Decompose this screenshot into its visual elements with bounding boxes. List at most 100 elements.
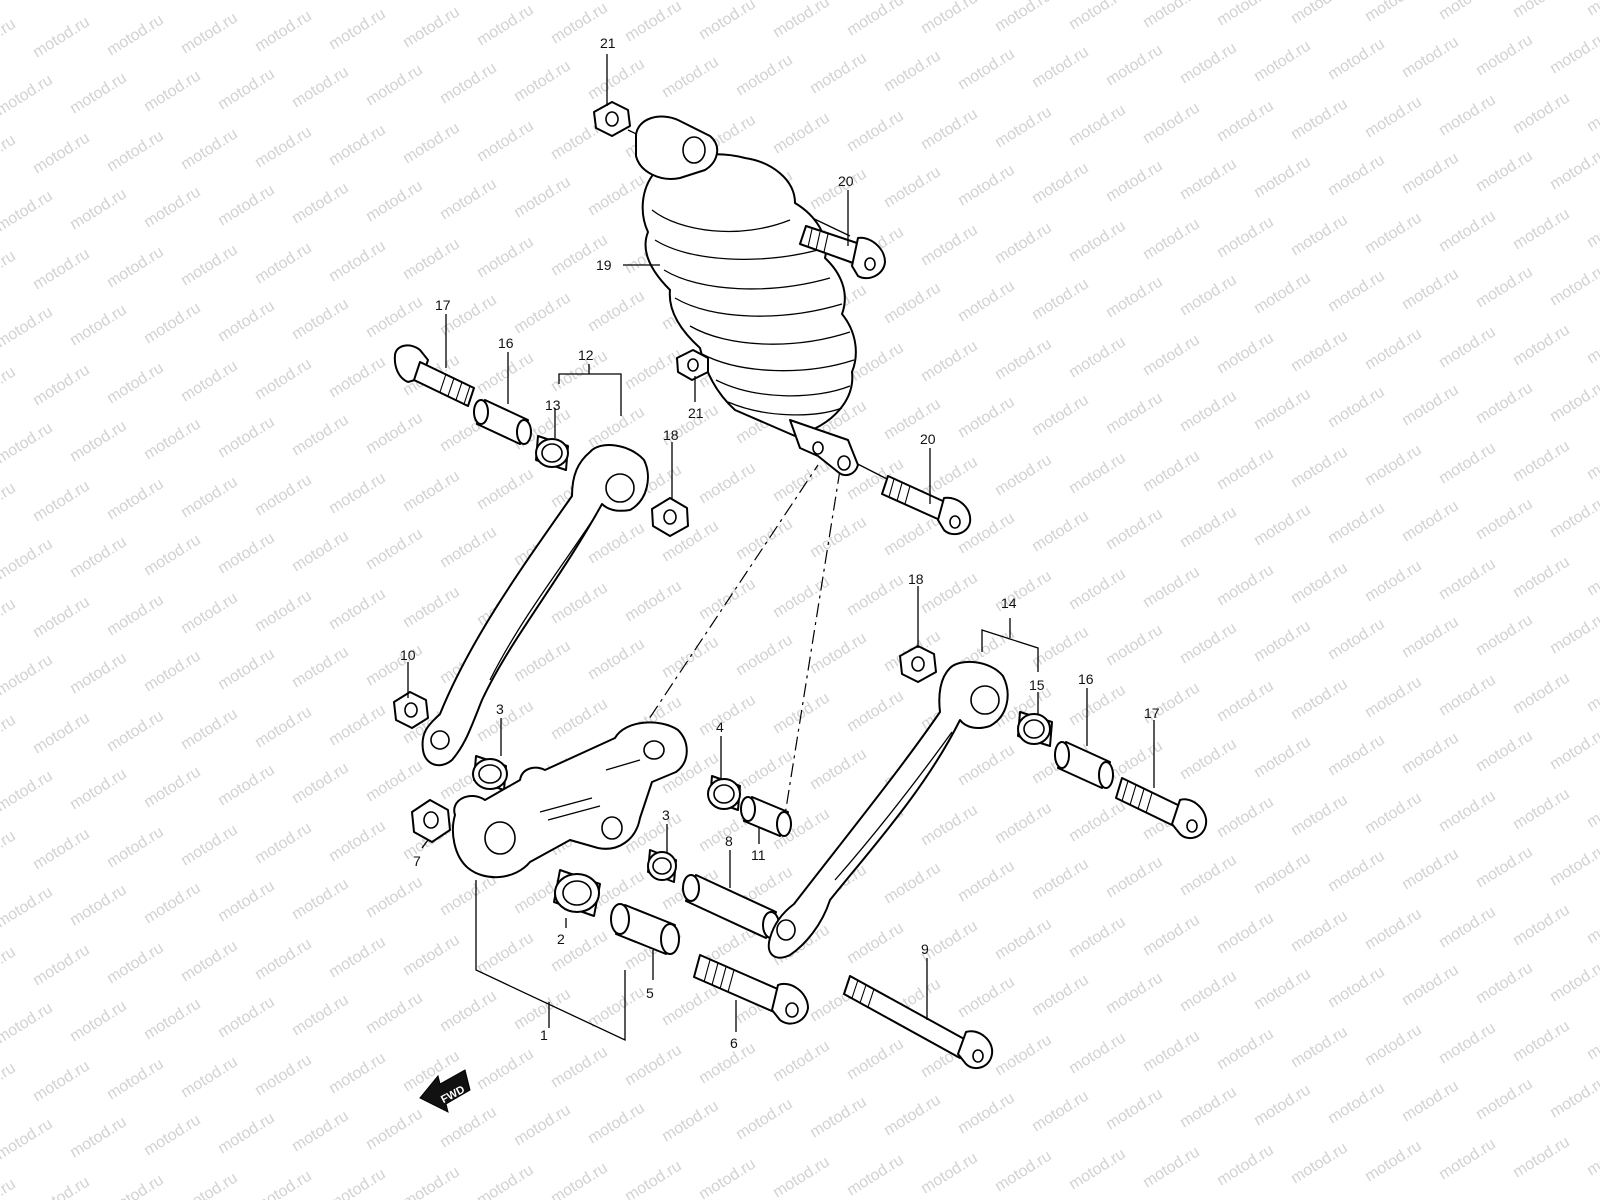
watermark-text: motod.ru — [289, 1108, 352, 1156]
watermark-text: motod.ru — [1473, 148, 1536, 196]
watermark-text: motod.ru — [252, 704, 315, 752]
watermark-text: motod.ru — [1251, 734, 1314, 782]
watermark-text: motod.ru — [252, 124, 315, 172]
watermark-text: motod.ru — [1214, 0, 1277, 29]
watermark-text: motod.ru — [918, 106, 981, 154]
watermark-text: motod.ru — [1325, 36, 1388, 84]
watermark-text: motod.ru — [104, 824, 167, 872]
watermark-text: motod.ru — [770, 110, 833, 158]
watermark-text: motod.ru — [1547, 30, 1600, 78]
watermark-text: motod.ru — [1288, 792, 1351, 840]
watermark-text: motod.ru — [733, 748, 796, 796]
watermark-text: motod.ru — [1399, 962, 1462, 1010]
watermark-text: motod.ru — [289, 64, 352, 112]
watermark-text: motod.ru — [585, 984, 648, 1032]
watermark-text: motod.ru — [733, 632, 796, 680]
watermark-text: motod.ru — [1214, 98, 1277, 146]
watermark-text: motod.ru — [696, 692, 759, 740]
watermark-text: motod.ru — [1140, 216, 1203, 264]
nut-upper — [593, 101, 631, 137]
watermark-text: motod.ru — [1214, 446, 1277, 494]
watermark-text: motod.ru — [1177, 852, 1240, 900]
watermark-text: motod.ru — [178, 1170, 241, 1200]
watermark-text: motod.ru — [178, 242, 241, 290]
callout-8: 8 — [725, 833, 733, 849]
watermark-text: motod.ru — [622, 1158, 685, 1200]
watermark-text: motod.ru — [400, 120, 463, 168]
callout-16-right: 16 — [1078, 671, 1094, 687]
nut-mid — [676, 349, 709, 381]
callout-3-lower: 3 — [662, 807, 670, 823]
watermark-text: motod.ru — [1362, 0, 1425, 25]
callout-6: 6 — [730, 1035, 738, 1051]
watermark-text: motod.ru — [252, 1052, 315, 1100]
callout-19: 19 — [596, 257, 612, 273]
watermark-text: motod.ru — [67, 882, 130, 930]
watermark-text: motod.ru — [400, 468, 463, 516]
watermark-text: motod.ru — [178, 590, 241, 638]
callout-17-left: 17 — [435, 297, 451, 313]
watermark-text: motod.ru — [1029, 856, 1092, 904]
callout-13: 13 — [545, 397, 561, 413]
watermark-text: motod.ru — [1436, 672, 1499, 720]
watermark-text: motod.ru — [252, 240, 315, 288]
cushion-rod-right — [767, 660, 1009, 959]
callout-18-left: 18 — [663, 427, 679, 443]
watermark-text: motod.ru — [1029, 392, 1092, 440]
watermark-text: motod.ru — [1584, 88, 1600, 136]
watermark-text: motod.ru — [1177, 736, 1240, 784]
collar-left — [473, 399, 532, 445]
watermark-text: motod.ru — [437, 524, 500, 572]
watermark-text: motod.ru — [1288, 96, 1351, 144]
watermark-text: motod.ru — [1103, 506, 1166, 554]
watermark-text: motod.ru — [30, 942, 93, 990]
watermark-text: motod.ru — [1029, 508, 1092, 556]
watermark-text: motod.ru — [918, 338, 981, 386]
watermark-text: motod.ru — [215, 646, 278, 694]
watermark-text: motod.ru — [807, 1094, 870, 1142]
watermark-text: motod.ru — [474, 350, 537, 398]
watermark-text: motod.ru — [1177, 156, 1240, 204]
watermark-text: motod.ru — [0, 944, 19, 992]
watermark-text: motod.ru — [363, 294, 426, 342]
watermark-text: motod.ru — [1436, 0, 1499, 23]
watermark-text: motod.ru — [659, 54, 722, 102]
watermark-text: motod.ru — [1362, 906, 1425, 954]
watermark-text: motod.ru — [289, 412, 352, 460]
watermark-text: motod.ru — [1325, 616, 1388, 664]
watermark-text: motod.ru — [0, 768, 56, 816]
watermark-text: motod.ru — [1547, 1074, 1600, 1122]
watermark-text: motod.ru — [918, 802, 981, 850]
watermark-text: motod.ru — [955, 858, 1018, 906]
watermark-text: motod.ru — [1473, 728, 1536, 776]
callout-16-left: 16 — [498, 335, 514, 351]
watermark-text: motod.ru — [770, 458, 833, 506]
leader-lines — [407, 54, 1155, 1042]
watermark-text: motod.ru — [0, 16, 19, 64]
watermark-text: motod.ru — [1362, 558, 1425, 606]
watermark-text: motod.ru — [67, 70, 130, 118]
watermark-text: motod.ru — [1140, 100, 1203, 148]
watermark-text: motod.ru — [30, 1058, 93, 1106]
watermark-text: motod.ru — [881, 280, 944, 328]
watermark-text: motod.ru — [400, 4, 463, 52]
watermark-text: motod.ru — [326, 934, 389, 982]
watermark-text: motod.ru — [1473, 1076, 1536, 1124]
callout-12: 12 — [578, 347, 594, 363]
watermark-text: motod.ru — [733, 52, 796, 100]
watermark-text: motod.ru — [696, 0, 759, 43]
callout-9: 9 — [921, 941, 929, 957]
watermark-text: motod.ru — [141, 68, 204, 116]
watermark-text: motod.ru — [1103, 854, 1166, 902]
watermark-text: motod.ru — [178, 126, 241, 174]
nut-7 — [411, 799, 451, 843]
watermark-text: motod.ru — [363, 526, 426, 574]
watermark-text: motod.ru — [1140, 0, 1203, 31]
callout-10: 10 — [400, 647, 416, 663]
watermark-text: motod.ru — [1362, 790, 1425, 838]
watermark-text: motod.ru — [1103, 970, 1166, 1018]
watermark-text: motod.ru — [1325, 732, 1388, 780]
watermark-text: motod.ru — [992, 800, 1055, 848]
watermark-text: motod.ru — [141, 184, 204, 232]
watermark-text: motod.ru — [1029, 44, 1092, 92]
